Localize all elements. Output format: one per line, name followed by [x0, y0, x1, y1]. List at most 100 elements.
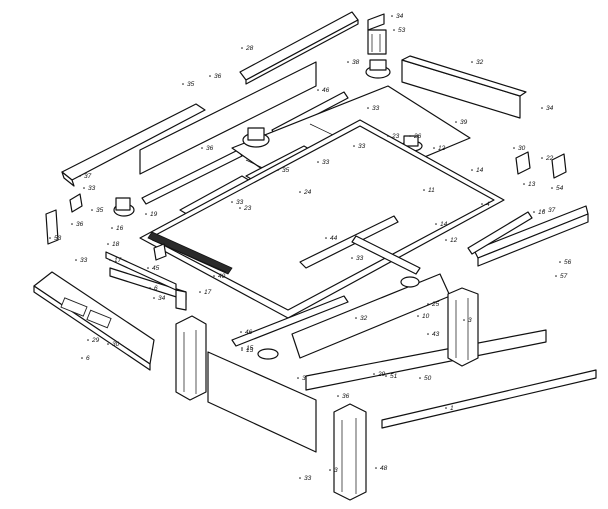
callout-leader-dot: [427, 303, 429, 305]
callout-leader-dot: [317, 89, 319, 91]
callout-leader-dot: [145, 213, 147, 215]
rod-left: [141, 149, 243, 205]
callout-leader-dot: [111, 227, 113, 229]
callout-number: 33: [322, 159, 330, 166]
callout-number: 13: [528, 181, 536, 188]
callout-leader-dot: [147, 267, 149, 269]
front-door-panel: [207, 351, 317, 453]
callout-leader-dot: [329, 469, 331, 471]
callout-leader-dot: [463, 319, 465, 321]
callout-leader-dot: [427, 333, 429, 335]
callout-leader-dot: [213, 275, 215, 277]
leg-rear-right: [447, 287, 479, 367]
callout-leader-dot: [87, 339, 89, 341]
callout-number: 1: [450, 405, 454, 412]
callout-leader-dot: [49, 237, 51, 239]
callout-leader-dot: [337, 395, 339, 397]
callout-number: 53: [398, 27, 406, 34]
callout-number: 17: [204, 289, 212, 296]
callout-leader-dot: [91, 209, 93, 211]
callout-leader-dot: [435, 223, 437, 225]
callout-number: 33: [358, 143, 366, 150]
callout-leader-dot: [375, 467, 377, 469]
frame-side-rail: [351, 235, 421, 275]
callout-number: 46: [322, 87, 330, 94]
callout-number: 34: [158, 295, 166, 302]
callout-number: 37: [548, 207, 556, 214]
callout-number: 57: [560, 273, 568, 280]
callout-leader-dot: [391, 15, 393, 17]
callout-leader-dot: [523, 183, 525, 185]
callout-number: 15: [246, 345, 254, 352]
callout-leader-dot: [355, 317, 357, 319]
knob-right-1: [515, 151, 531, 175]
callout-number: 3: [302, 375, 306, 382]
callout-leader-dot: [107, 343, 109, 345]
callout-leader-dot: [351, 257, 353, 259]
callout-leader-dot: [325, 237, 327, 239]
callout-number: 30: [518, 145, 526, 152]
callout-number: 23: [243, 205, 252, 212]
callout-number: 19: [150, 211, 158, 218]
callout-leader-dot: [71, 223, 73, 225]
callout-leader-dot: [423, 189, 425, 191]
callout-number: 14: [476, 167, 484, 174]
callout-leader-dot: [559, 261, 561, 263]
callout-leader-dot: [481, 203, 483, 205]
callout-number: 48: [380, 465, 388, 472]
callout-number: 33: [88, 185, 96, 192]
callout-number: 40: [218, 273, 226, 280]
callout-number: 33: [80, 257, 88, 264]
callout-leader-dot: [393, 29, 395, 31]
callout-leader-dot: [471, 61, 473, 63]
callout-number: 33: [304, 475, 312, 482]
callout-number: 35: [96, 207, 104, 214]
callout-number: 35: [187, 81, 195, 88]
callout-number: 36: [342, 393, 350, 400]
callout-leader-dot: [81, 357, 83, 359]
callout-number: 16: [116, 225, 124, 232]
callout-number: 37: [84, 173, 92, 180]
callout-number: 12: [438, 145, 446, 152]
callout-leader-dot: [75, 259, 77, 261]
callout-number: 29: [91, 337, 100, 344]
left-mid-panel: [139, 61, 317, 175]
callout-leader-dot: [109, 259, 111, 261]
callout-leader-dot: [367, 107, 369, 109]
callout-leader-dot: [353, 145, 355, 147]
callout-leader-dot: [541, 107, 543, 109]
left-long-strip: [61, 103, 206, 187]
callout-leader-dot: [299, 191, 301, 193]
knob-left-lower: [45, 209, 59, 245]
callout-leader-dot: [445, 239, 447, 241]
callout-leader-dot: [182, 83, 184, 85]
burner-head-top: [365, 59, 391, 79]
callout-leader-dot: [241, 47, 243, 49]
callout-leader-dot: [277, 169, 279, 171]
left-end-bracket: [153, 243, 167, 261]
callout-number: 53: [54, 235, 62, 242]
callout-number: 46: [245, 329, 253, 336]
callout-leader-dot: [541, 157, 543, 159]
callout-number: 25: [431, 301, 440, 308]
callout-number: 35: [282, 167, 290, 174]
callout-number: 29: [377, 371, 386, 378]
callout-number: 36: [76, 221, 84, 228]
callout-leader-dot: [543, 209, 545, 211]
callout-leader-dot: [433, 147, 435, 149]
callout-leader-dot: [533, 211, 535, 213]
callout-leader-dot: [201, 147, 203, 149]
callout-leader-dot: [240, 331, 242, 333]
callout-leader-dot: [241, 349, 243, 351]
callout-leader-dot: [153, 297, 155, 299]
right-rod: [467, 211, 533, 255]
callout-leader-dot: [387, 135, 389, 137]
callout-number: 32: [360, 315, 368, 322]
callout-number: 51: [390, 373, 398, 380]
callout-leader-dot: [555, 275, 557, 277]
frame-top-rail: [139, 119, 505, 319]
callout-number: 22: [545, 155, 554, 162]
leg-front-left: [175, 315, 207, 401]
callout-number: 12: [450, 237, 458, 244]
side-panel-right: [473, 205, 589, 267]
